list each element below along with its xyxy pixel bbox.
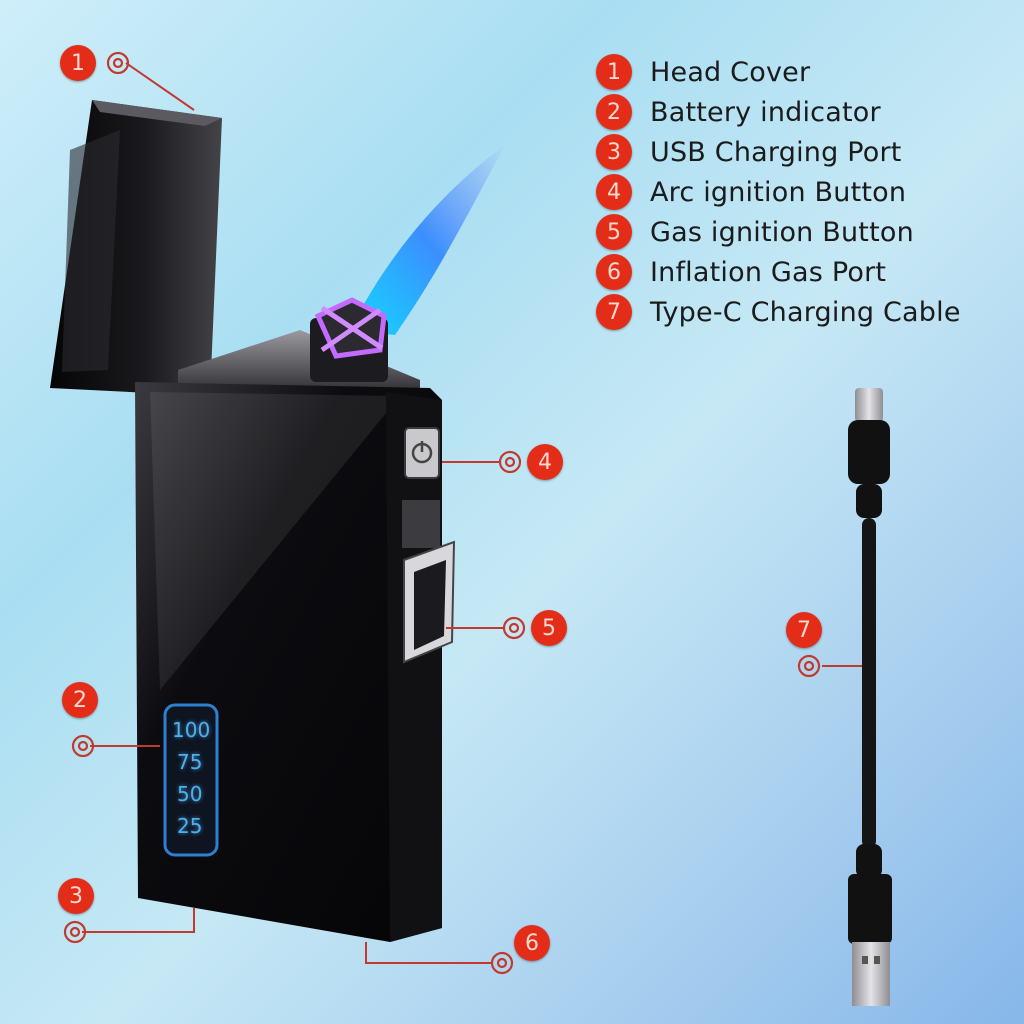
leader-lines [82,62,862,964]
head-cover [50,100,222,396]
lighter-body [135,382,442,942]
callout-7: 7 [786,612,822,648]
battery-level-25: 25 [177,814,203,838]
legend-label: Battery indicator [650,96,881,128]
chimney-insert [178,297,420,395]
legend-label: Type-C Charging Cable [650,296,961,328]
type-c-cable [848,388,892,1006]
legend-number: 5 [596,214,632,250]
callout-4: 4 [527,444,563,480]
legend-item: 3 USB Charging Port [596,132,1016,172]
legend-number: 6 [596,254,632,290]
arc-electrode [314,297,387,359]
gas-button [402,500,456,664]
legend-label: USB Charging Port [650,136,902,168]
callout-3: 3 [58,878,94,914]
flame [350,145,505,335]
legend-label: Arc ignition Button [650,176,907,208]
legend-label: Head Cover [650,56,811,88]
callout-2: 2 [62,682,98,718]
legend-item: 7 Type-C Charging Cable [596,292,1016,332]
legend-label: Inflation Gas Port [650,256,887,288]
legend-item: 6 Inflation Gas Port [596,252,1016,292]
battery-level-100: 100 [172,718,211,742]
battery-level-75: 75 [177,750,203,774]
legend-item: 5 Gas ignition Button [596,212,1016,252]
battery-window [163,703,219,857]
legend-label: Gas ignition Button [650,216,914,248]
battery-level-50: 50 [177,782,203,806]
legend-number: 7 [596,294,632,330]
legend-number: 1 [596,54,632,90]
legend-item: 1 Head Cover [596,52,1016,92]
callout-6: 6 [514,925,550,961]
callout-1: 1 [60,45,96,81]
arc-button [404,427,440,479]
legend-number: 2 [596,94,632,130]
legend-number: 3 [596,134,632,170]
legend-number: 4 [596,174,632,210]
callout-5: 5 [531,610,567,646]
legend-item: 2 Battery indicator [596,92,1016,132]
target-markers [63,51,821,975]
legend-item: 4 Arc ignition Button [596,172,1016,212]
parts-legend: 1 Head Cover 2 Battery indicator 3 USB C… [596,52,1016,332]
